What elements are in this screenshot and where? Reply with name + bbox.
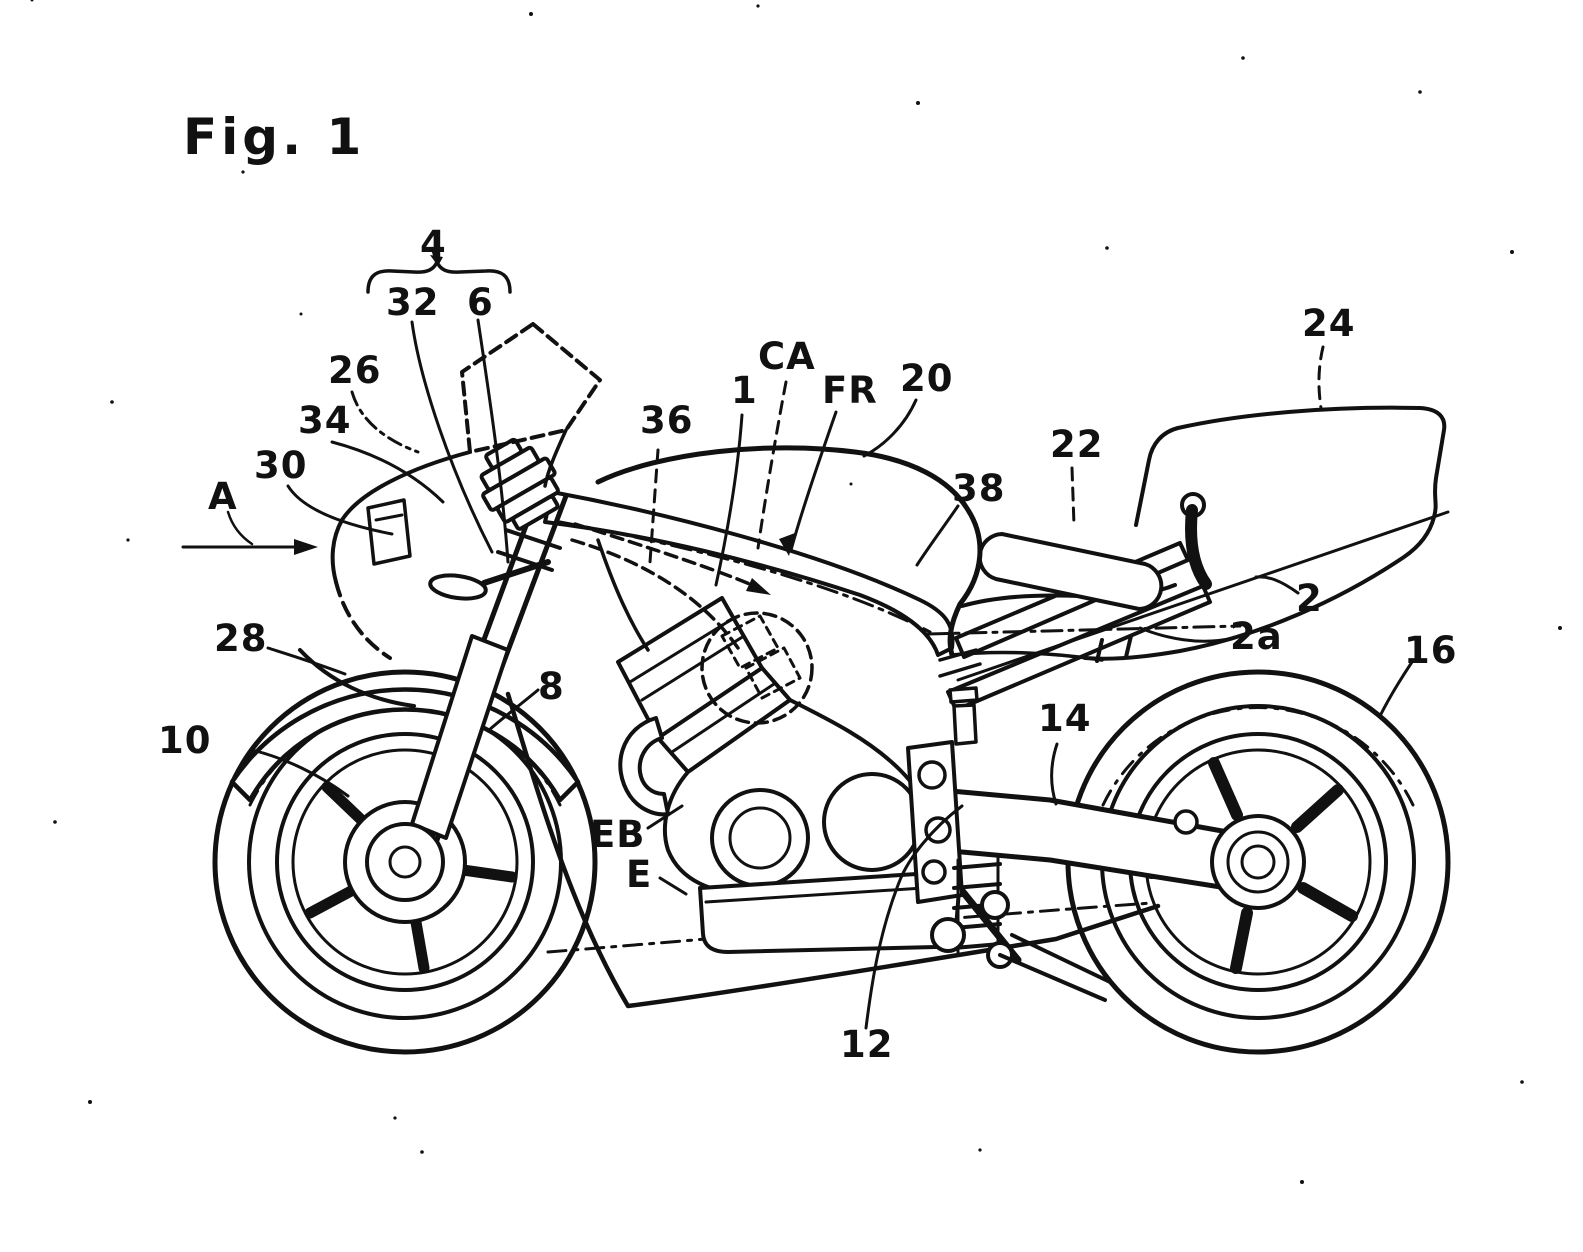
ref-label-12: 12 [840, 1023, 894, 1066]
frame-and-tank [543, 445, 983, 678]
front-fork [365, 437, 569, 902]
ref-label-4: 4 [420, 223, 447, 266]
ref-label-e: E [626, 853, 653, 896]
ref-label-2: 2 [1296, 577, 1323, 620]
ref-label-10: 10 [158, 719, 212, 762]
ref-label-6: 6 [467, 281, 494, 324]
ref-label-38: 38 [952, 467, 1006, 510]
duct-arrowhead [746, 578, 771, 595]
ref-label-14: 14 [1038, 697, 1092, 740]
ref-label-24: 24 [1302, 302, 1356, 345]
ref-label-a: A [208, 475, 238, 518]
front-fairing [330, 322, 602, 660]
ref-label-28: 28 [214, 617, 268, 660]
air-duct-dashed [558, 520, 1242, 725]
ref-label-26: 26 [328, 349, 382, 392]
figure-title: Fig. 1 [183, 108, 366, 166]
ref-label-2a: 2a [1230, 615, 1283, 658]
ref-label-22: 22 [1050, 423, 1104, 466]
ref-label-20: 20 [900, 357, 954, 400]
brace-arrowhead [430, 255, 443, 266]
ref-label-36: 36 [640, 399, 694, 442]
ref-label-ca: CA [758, 335, 816, 378]
ref-label-30: 30 [254, 444, 308, 487]
fr-arrowhead [779, 533, 795, 556]
direction-arrowhead-a [294, 539, 318, 555]
ref-label-34: 34 [298, 399, 352, 442]
rear-suspension [906, 686, 1112, 1002]
ref-label-fr: FR [822, 369, 878, 412]
ref-label-16: 16 [1404, 629, 1458, 672]
ref-label-32: 32 [386, 281, 440, 324]
tail-section [946, 405, 1447, 712]
front-fender [229, 648, 581, 803]
leader-lines [30, 0, 1414, 1030]
scan-specks [53, 4, 1562, 1184]
frame-line-2 [956, 510, 1450, 682]
ref-label-1: 1 [731, 369, 758, 412]
ref-label-8: 8 [538, 665, 565, 708]
ref-label-eb: EB [590, 813, 646, 856]
